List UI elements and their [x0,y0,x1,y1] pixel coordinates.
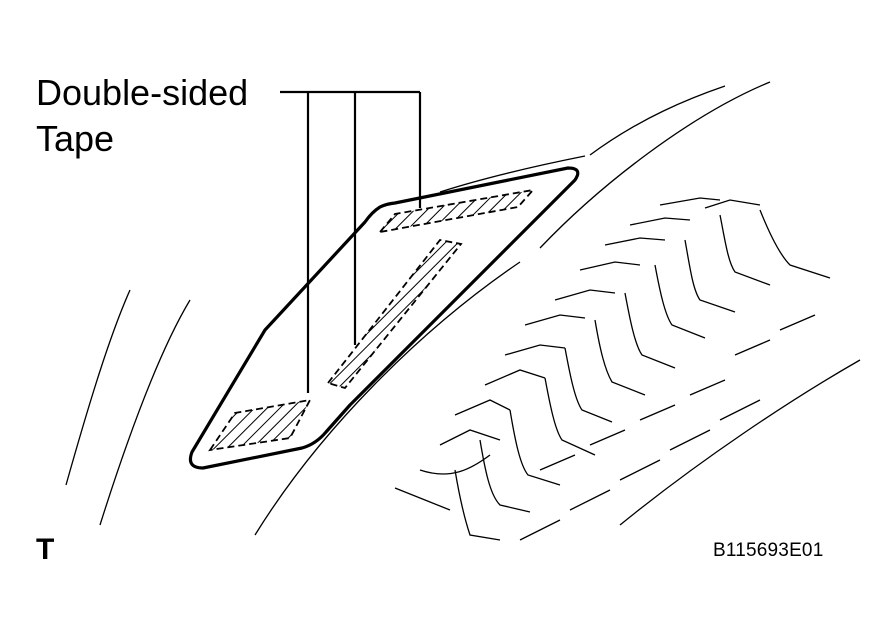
corner-letter: T [36,533,55,566]
figure-code: B115693E01 [713,540,824,561]
trim-piece-outline [188,166,580,470]
body-contour-middle [539,81,771,249]
callout-label-line-1: Double-sided [36,72,249,113]
body-contour-upper [589,85,726,156]
body-contour-left-1 [65,289,131,486]
tape-strip-lower [208,398,312,452]
body-contour-lower [254,261,521,536]
tire-tread [394,197,831,541]
tape-strips [208,188,536,452]
callout-label: Double-sided Tape [36,70,248,162]
body-contour-lines [65,81,861,536]
window-edge-line [439,155,586,193]
body-contour-right [619,359,861,526]
callout-label-line-2: Tape [36,118,115,159]
body-contour-left-2 [99,299,191,526]
tape-strip-upper [377,188,536,234]
callout-leader-lines [280,90,422,393]
tape-strip-middle [326,239,463,390]
